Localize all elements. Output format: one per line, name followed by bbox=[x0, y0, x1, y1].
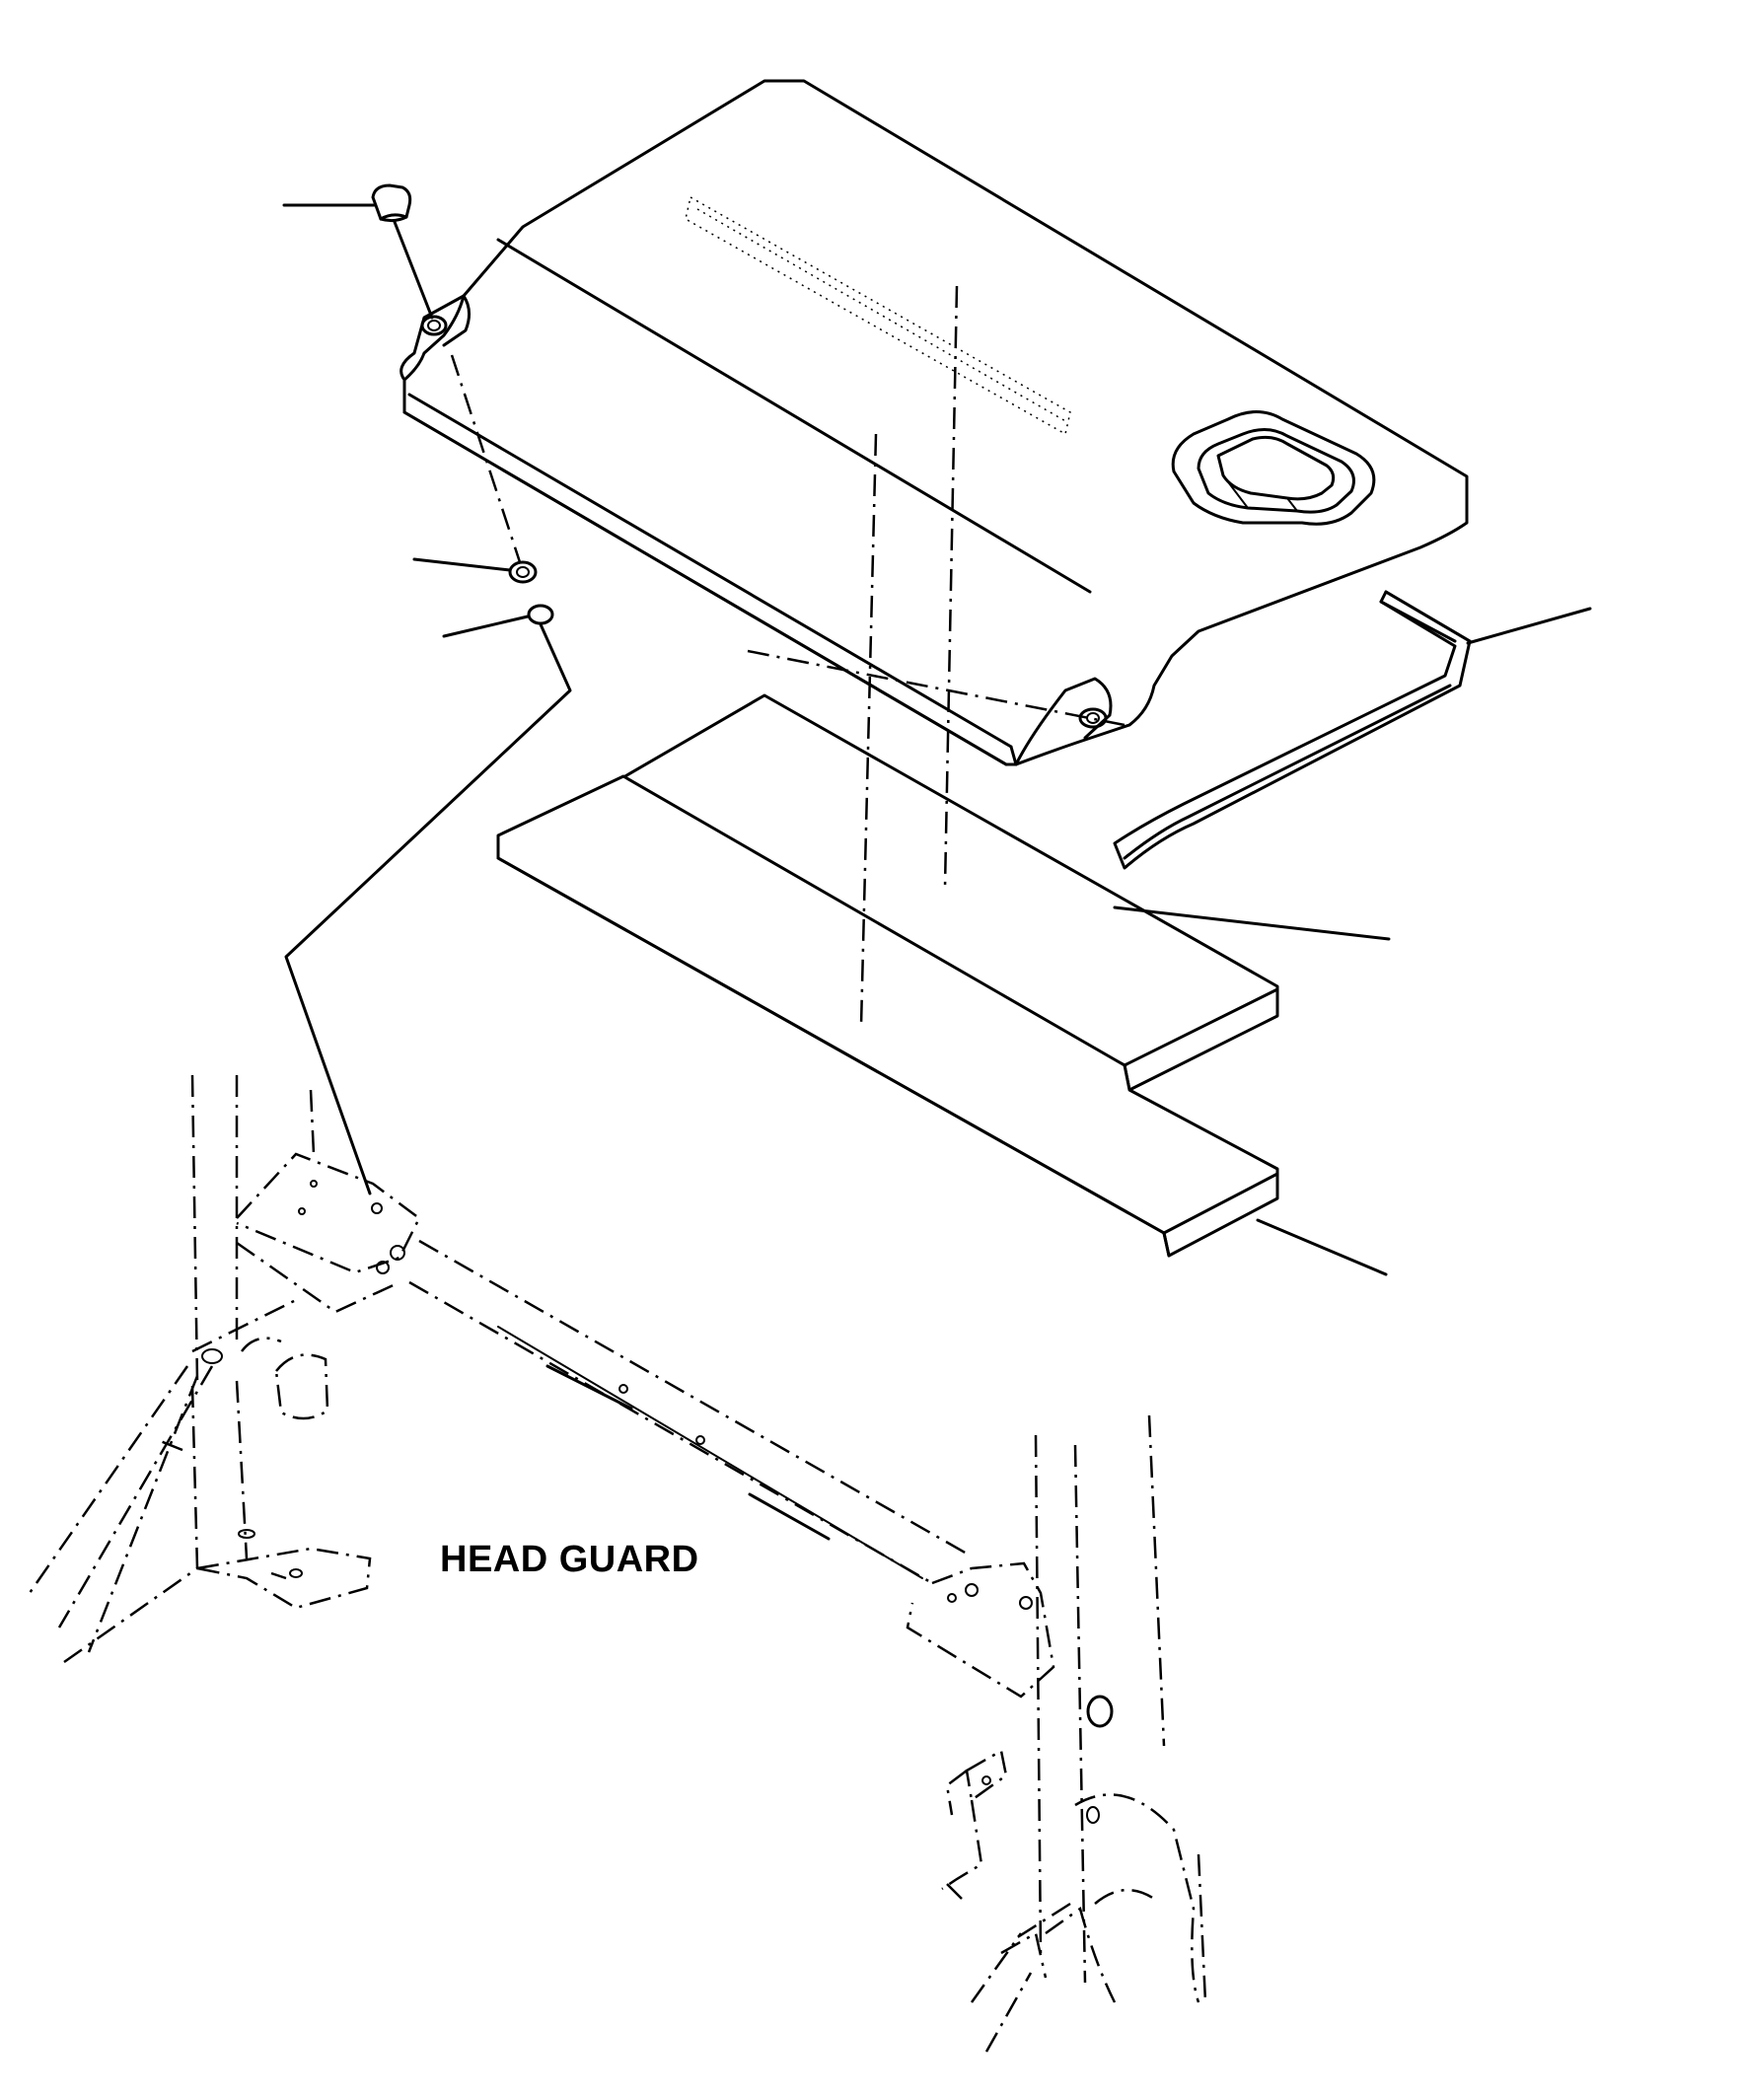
head-guard-frame bbox=[28, 1074, 1207, 2053]
washer bbox=[412, 354, 538, 584]
seal-strip bbox=[1113, 590, 1592, 870]
nut bbox=[284, 604, 572, 1195]
top-cover-panel bbox=[399, 79, 1469, 766]
lower-pad bbox=[496, 774, 1388, 1276]
head-guard-label: HEAD GUARD bbox=[440, 1539, 699, 1580]
alignment-lines bbox=[747, 285, 1126, 1027]
knob-fastener bbox=[282, 183, 434, 320]
